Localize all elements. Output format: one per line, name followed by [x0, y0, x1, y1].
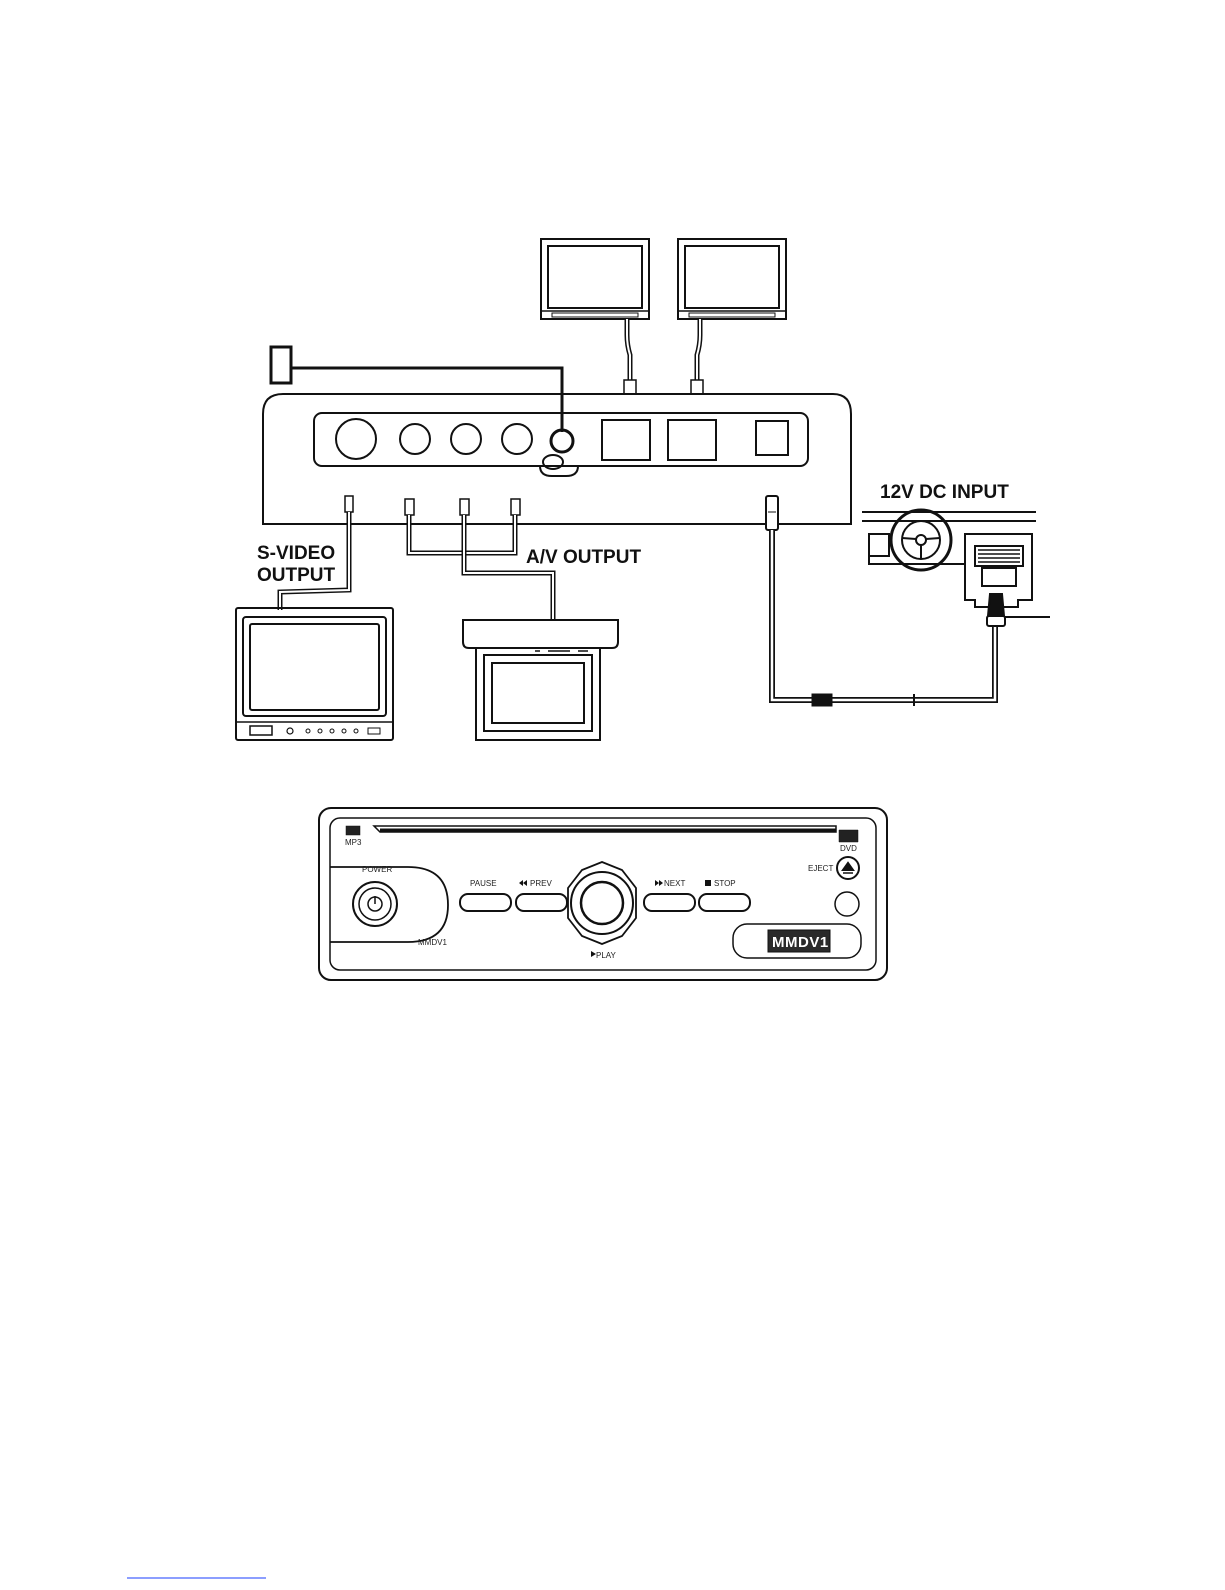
monitor-port-2 — [668, 420, 716, 460]
jack-3 — [451, 424, 481, 454]
port-3 — [756, 421, 788, 455]
stop-label: STOP — [714, 879, 736, 888]
next-label: NEXT — [664, 879, 685, 888]
svideo-label-line2: OUTPUT — [257, 565, 336, 586]
monitor-port-1 — [602, 420, 650, 460]
dvd-logo: DVD — [840, 844, 857, 853]
model-label: MMDV1 — [418, 938, 447, 947]
dc-power-cable — [766, 496, 995, 706]
mp3-logo: MP3 — [345, 838, 362, 847]
power-label: POWER — [362, 865, 392, 874]
jack-1 — [336, 419, 376, 459]
headrest-monitor-right — [678, 239, 786, 319]
svideo-label-line1: S-VIDEO — [257, 543, 335, 564]
headrest-monitor-left — [541, 239, 649, 319]
prev-label: PREV — [530, 879, 552, 888]
crt-monitor — [236, 608, 393, 740]
pause-label: PAUSE — [470, 879, 497, 888]
next-button — [644, 894, 695, 911]
steering-wheel — [891, 510, 951, 570]
jack-2 — [400, 424, 430, 454]
flipdown-monitor — [463, 620, 618, 740]
jack-5-callout — [551, 430, 573, 452]
stop-button — [699, 894, 750, 911]
dc-input-label: 12V DC INPUT — [880, 482, 1009, 503]
eject-label: EJECT — [808, 864, 833, 873]
jack-4 — [502, 424, 532, 454]
ir-sensor — [835, 892, 859, 916]
play-label: PLAY — [596, 951, 617, 960]
av-output-label: A/V OUTPUT — [526, 547, 641, 568]
display-text: MMDV1 — [772, 934, 829, 951]
pause-button — [460, 894, 511, 911]
prev-button — [516, 894, 567, 911]
car-dashboard — [862, 510, 1050, 626]
headrest-cables — [624, 319, 703, 394]
